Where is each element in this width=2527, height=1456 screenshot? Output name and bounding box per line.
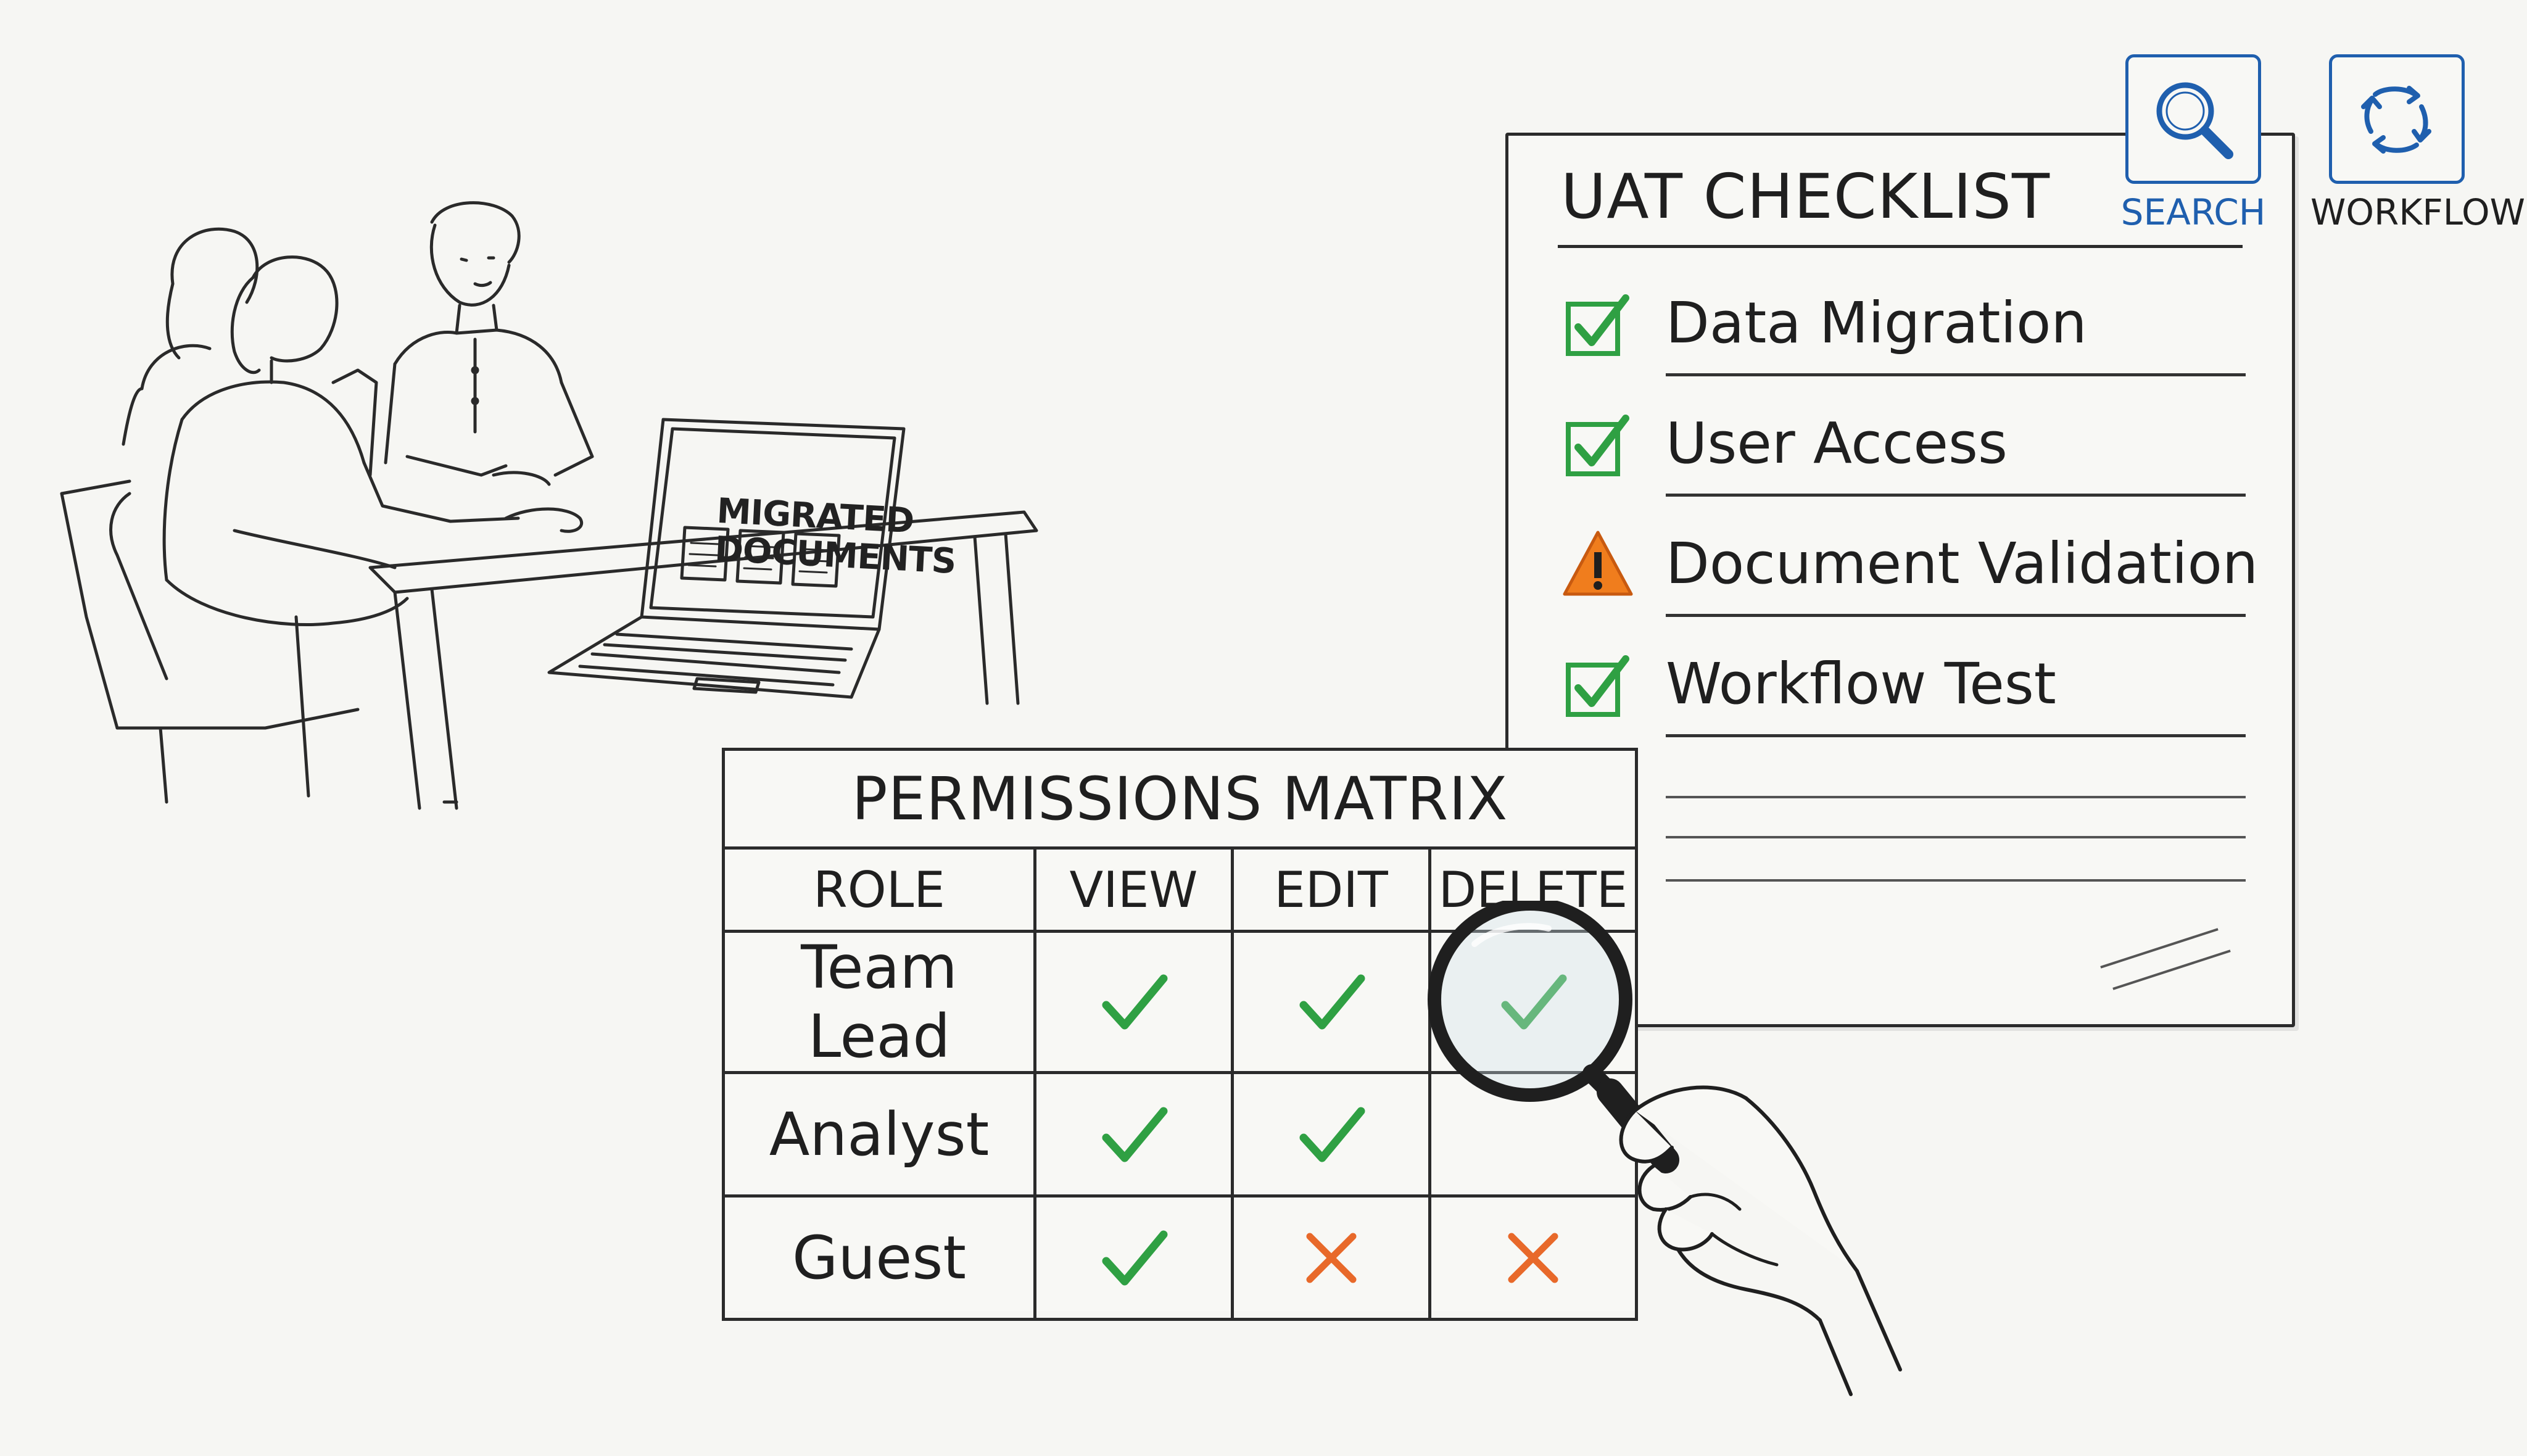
permission-cell[interactable] [1231, 1071, 1431, 1197]
search-button[interactable] [2125, 54, 2261, 184]
workflow-label: WORKFLOW [2310, 191, 2525, 233]
blank-line [1666, 796, 2246, 798]
checklist-item-label: User Access [1666, 410, 2008, 476]
table-row: Team Lead [722, 930, 1638, 1074]
permission-cell[interactable] [1033, 1071, 1234, 1197]
laptop-screen-line-2: DOCUMENTS [713, 529, 957, 582]
checklist-item-document-validation[interactable]: Document Validation [1561, 518, 2258, 617]
checklist-item-label: Data Migration [1666, 290, 2087, 356]
divider [1666, 494, 2246, 497]
table-row: Analyst [722, 1071, 1638, 1197]
workflow-button[interactable] [2329, 54, 2465, 184]
cross-mark-icon [1306, 1233, 1356, 1283]
role-cell: Team Lead [722, 930, 1036, 1074]
uat-checklist-card: UAT CHECKLIST Data Migration User Access… [1493, 126, 2307, 1027]
blank-line [1666, 879, 2246, 882]
cross-mark-icon [1508, 1233, 1558, 1283]
checklist-paper [1505, 133, 2295, 1027]
laptop-screen-text: MIGRATED DOCUMENTS [713, 491, 957, 582]
table-row: Guest [722, 1194, 1638, 1321]
check-mark-icon [1299, 1107, 1365, 1162]
green-checkbox-icon [1566, 415, 1629, 476]
title-underline [1558, 245, 2243, 248]
check-mark-icon [1102, 974, 1167, 1030]
magnifier-icon [2156, 82, 2233, 159]
permission-cell[interactable] [1033, 1194, 1234, 1321]
column-header-edit: EDIT [1231, 846, 1431, 933]
check-mark-icon [1102, 1230, 1167, 1285]
checklist-title: UAT CHECKLIST [1561, 160, 2051, 233]
team-at-desk-illustration: MIGRATED DOCUMENTS [49, 185, 1049, 839]
blank-line [1666, 836, 2246, 838]
permission-cell[interactable] [1231, 930, 1431, 1074]
permission-cell[interactable] [1428, 930, 1638, 1074]
checklist-item-user-access[interactable]: User Access [1561, 398, 2246, 497]
magnifying-glass-icon [1345, 901, 1962, 1456]
column-header-view: VIEW [1033, 846, 1234, 933]
green-checkbox-icon [1566, 294, 1629, 356]
divider [1666, 734, 2246, 737]
permission-cell[interactable] [1033, 930, 1234, 1074]
checklist-item-workflow-test[interactable]: Workflow Test [1561, 639, 2246, 737]
warning-triangle-icon [1563, 531, 1633, 596]
green-checkbox-icon [1566, 655, 1629, 717]
check-mark-icon [1501, 974, 1567, 1030]
check-mark-icon [1299, 974, 1365, 1030]
matrix-title: PERMISSIONS MATRIX [722, 748, 1638, 850]
column-header-role: ROLE [722, 846, 1036, 933]
check-mark-icon [1102, 1107, 1167, 1162]
permission-cell[interactable] [1428, 1194, 1638, 1321]
search-tool[interactable]: SEARCH [2113, 54, 2273, 233]
workflow-tool[interactable]: WORKFLOW [2310, 54, 2525, 233]
checklist-item-data-migration[interactable]: Data Migration [1561, 278, 2246, 376]
divider [1666, 373, 2246, 376]
role-cell: Analyst [722, 1071, 1036, 1197]
checklist-item-label: Workflow Test [1666, 651, 2056, 717]
checklist-item-label: Document Validation [1666, 531, 2259, 597]
divider [1666, 614, 2246, 617]
search-label: SEARCH [2120, 191, 2266, 233]
permissions-table: PERMISSIONS MATRIX ROLE VIEW EDIT DELETE… [722, 748, 1638, 1321]
permissions-matrix: PERMISSIONS MATRIX ROLE VIEW EDIT DELETE… [722, 748, 1638, 1321]
permission-cell[interactable] [1231, 1194, 1431, 1321]
cycle-arrows-icon [2361, 86, 2431, 154]
role-cell: Guest [722, 1194, 1036, 1321]
